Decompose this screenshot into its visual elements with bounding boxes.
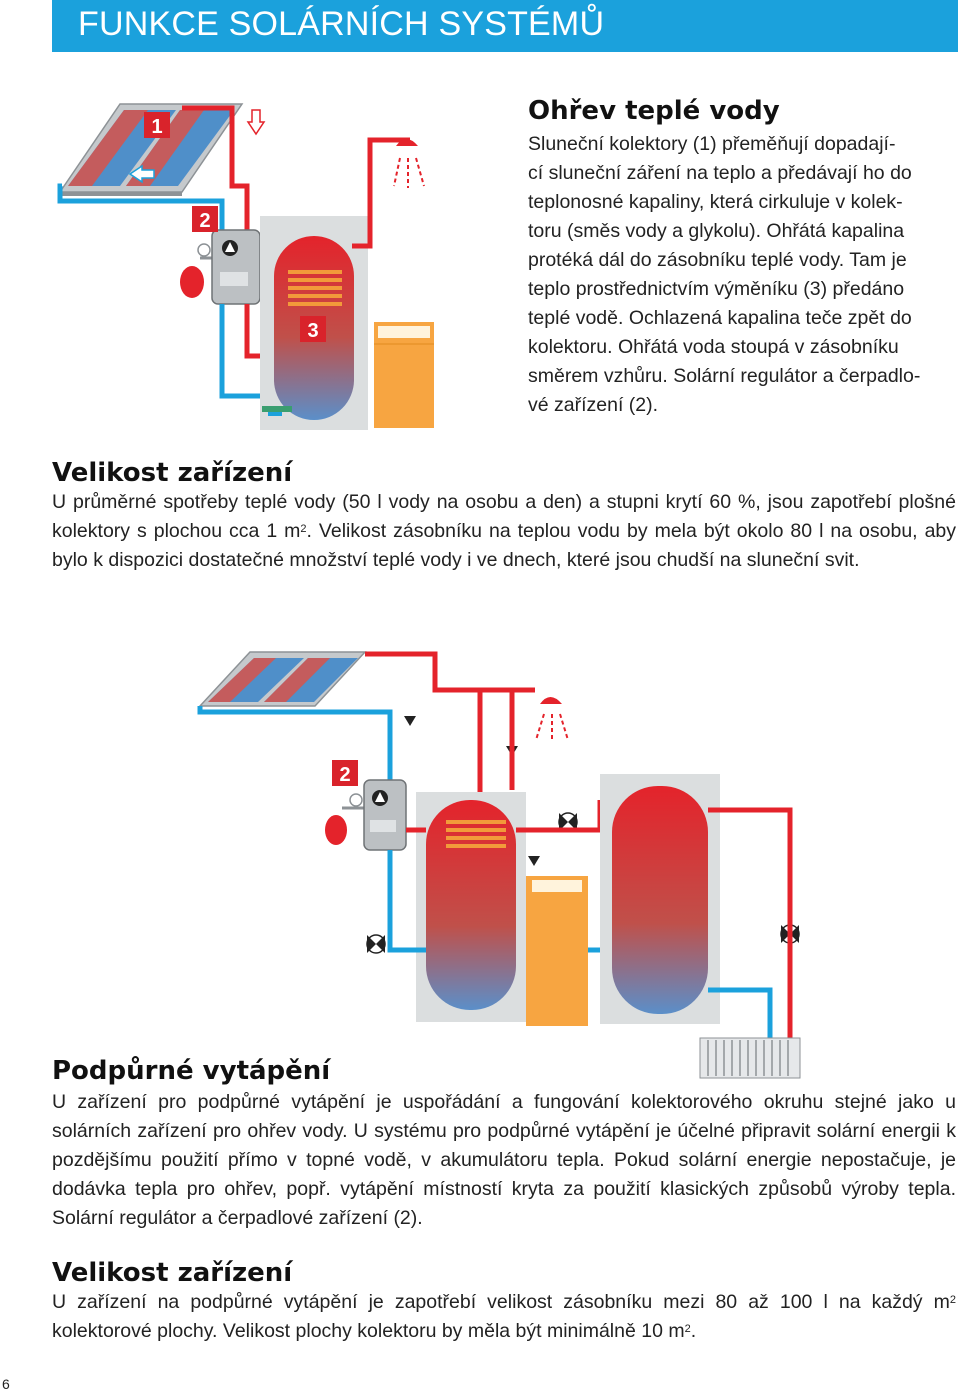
text-line: směrem vzhůru. Solární regulátor a čerpa… bbox=[528, 365, 921, 387]
label-box-2 bbox=[332, 760, 358, 786]
text-line: teplo prostřednictvím výměníku (3) předá… bbox=[528, 278, 905, 300]
page-title: FUNKCE SOLÁRNÍCH SYSTÉMŮ bbox=[78, 5, 605, 43]
label-2: 2 bbox=[199, 210, 210, 232]
label-1: 1 bbox=[151, 116, 162, 138]
text-line: teplonosné kapaliny, která cirkuluje v k… bbox=[528, 191, 903, 213]
text-line: protéká dál do zásobníku teplé vody. Tam… bbox=[528, 249, 907, 271]
boiler-icon bbox=[374, 322, 434, 428]
section-heading-heating-support: Podpůrné vytápění bbox=[52, 1056, 331, 1086]
section-text-size-1: U průměrné spotřeby teplé vody (50 l vod… bbox=[52, 488, 956, 575]
label-box-2 bbox=[192, 206, 218, 232]
solar-collector-icon bbox=[198, 651, 367, 707]
text-line: cí sluneční záření na teplo a předávají … bbox=[528, 162, 912, 184]
valve-icon bbox=[404, 716, 416, 726]
heat-exchanger-coil-icon bbox=[288, 270, 342, 306]
text-line: kolektoru. Ohřátá voda stoupá v zásobník… bbox=[528, 336, 899, 358]
superscript: 2 bbox=[684, 1323, 691, 1335]
label-2: 2 bbox=[339, 764, 350, 786]
storage-tank-icon bbox=[612, 786, 708, 1014]
circulation-pump-icon bbox=[366, 934, 386, 954]
label-box-1 bbox=[144, 112, 170, 138]
page-number: 6 bbox=[2, 1376, 10, 1392]
storage-tank-icon bbox=[426, 800, 516, 1010]
boiler-icon bbox=[526, 876, 588, 1026]
circulation-pump-icon bbox=[558, 812, 578, 832]
valve-icon bbox=[528, 856, 540, 866]
arrow-cold-icon bbox=[128, 164, 155, 184]
section-heading-size-2: Velikost zařízení bbox=[52, 1258, 293, 1288]
shower-icon bbox=[393, 139, 425, 188]
paragraph: U zařízení pro podpůrné vytápění je uspo… bbox=[52, 1091, 956, 1229]
label-3: 3 bbox=[307, 320, 318, 342]
heat-exchanger-coil-icon bbox=[446, 820, 506, 848]
text-run: . bbox=[690, 1320, 697, 1342]
label-box-3 bbox=[300, 316, 326, 342]
superscript: 2 bbox=[300, 523, 307, 535]
text-run: kolektorové plochy. Velikost plochy kole… bbox=[52, 1320, 685, 1342]
expansion-vessel-icon bbox=[180, 266, 204, 298]
text-line: toru (směs vody a glykolu). Ohřátá kapal… bbox=[528, 220, 905, 242]
section-heading-size-1: Velikost zařízení bbox=[52, 458, 293, 488]
text-run: U zařízení na podpůrné vytápění je zapot… bbox=[52, 1291, 950, 1313]
expansion-vessel-icon bbox=[325, 815, 347, 845]
superscript: 2 bbox=[949, 1294, 956, 1306]
section-text-size-2: U zařízení na podpůrné vytápění je zapot… bbox=[52, 1288, 956, 1346]
text-line: Sluneční kolektory (1) přeměňují dopadaj… bbox=[528, 133, 896, 155]
arrow-hot-icon bbox=[246, 109, 266, 136]
radiator-icon bbox=[699, 1037, 801, 1079]
text-run: U průměrné spotřeby teplé vody (50 l vod… bbox=[52, 491, 956, 542]
shower-icon bbox=[535, 697, 569, 742]
pump-station-icon bbox=[211, 229, 261, 305]
diagram-hot-water: 1 2 3 bbox=[57, 103, 434, 430]
header-banner: FUNKCE SOLÁRNÍCH SYSTÉMŮ bbox=[52, 0, 958, 52]
text-line: vé zařízení (2). bbox=[528, 394, 659, 416]
section-text-hot-water: Sluneční kolektory (1) přeměňují dopadaj… bbox=[528, 130, 956, 420]
text-line: teplé vodě. Ochlazená kapalina teče zpět… bbox=[528, 307, 912, 329]
diagram-heating-support: 2 bbox=[197, 651, 801, 1079]
pump-station-icon bbox=[363, 779, 407, 851]
section-text-heating-support: U zařízení pro podpůrné vytápění je uspo… bbox=[52, 1088, 956, 1233]
text-run: . Velikost zásobníku na teplou vodu by m… bbox=[52, 520, 957, 571]
section-heading-hot-water: Ohřev teplé vody bbox=[528, 96, 780, 126]
